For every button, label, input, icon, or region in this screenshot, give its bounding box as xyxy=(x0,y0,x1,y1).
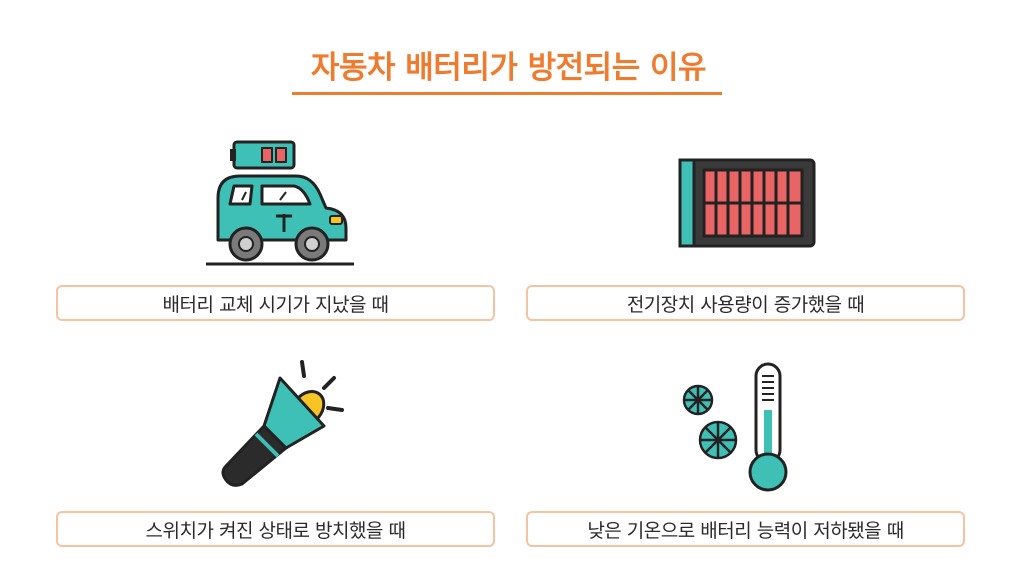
reason-label-power-usage: 전기장치 사용량이 증가했을 때 xyxy=(526,285,965,321)
reason-text: 스위치가 켜진 상태로 방치했을 때 xyxy=(145,519,406,542)
reason-text: 전기장치 사용량이 증가했을 때 xyxy=(626,293,865,316)
title-underline xyxy=(292,92,722,95)
reason-label-battery-age: 배터리 교체 시기가 지났을 때 xyxy=(56,285,495,321)
reason-label-switch-left-on: 스위치가 켜진 상태로 방치했을 때 xyxy=(56,511,495,547)
car-battery-icon xyxy=(206,140,354,266)
page-title: 자동차 배터리가 방전되는 이유 xyxy=(310,50,707,86)
reason-label-low-temperature: 낮은 기온으로 배터리 능력이 저하됐을 때 xyxy=(526,511,965,547)
flashlight-icon xyxy=(221,360,344,487)
heater-icon xyxy=(678,158,816,248)
thermometer-snow-icon xyxy=(682,362,788,492)
reason-text: 배터리 교체 시기가 지났을 때 xyxy=(162,293,389,316)
reason-text: 낮은 기온으로 배터리 능력이 저하됐을 때 xyxy=(587,519,904,542)
